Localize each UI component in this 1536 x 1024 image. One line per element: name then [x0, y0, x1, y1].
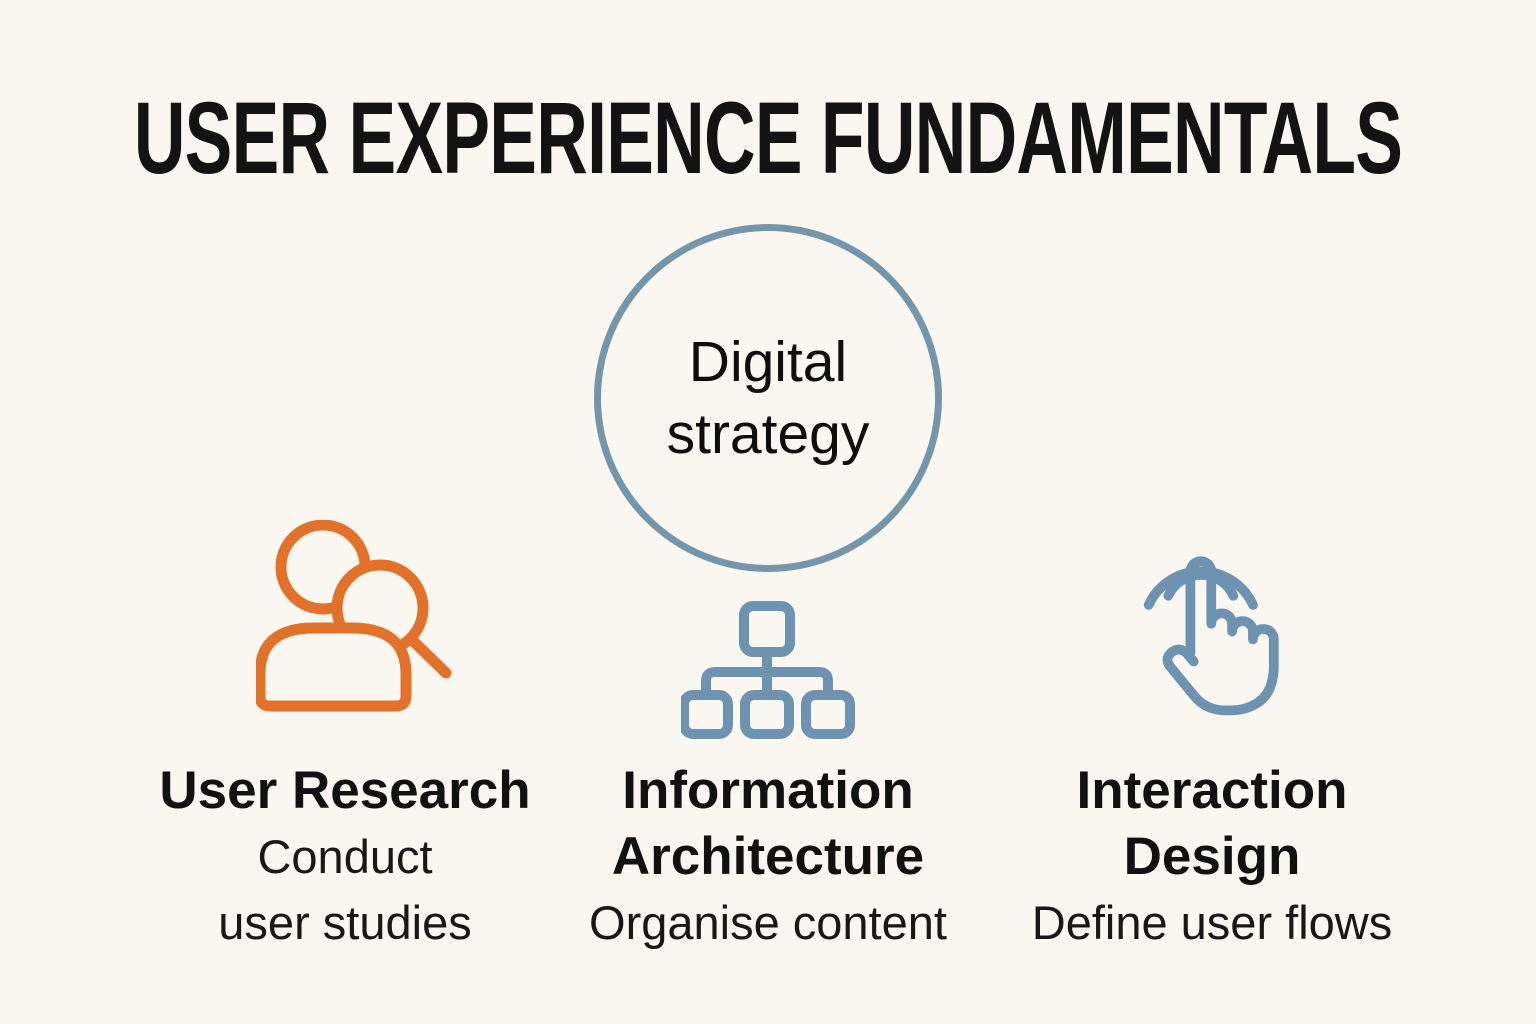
column-interaction-design: Interaction Design Define user flows	[992, 758, 1432, 956]
tap-ripple-inner	[1163, 570, 1239, 601]
sitemap-child-node	[801, 690, 855, 739]
user-research-icon	[256, 520, 452, 712]
page-title: USER EXPERIENCE FUNDAMENTALS	[133, 81, 1403, 195]
column-user-research: User Research Conduct user studies	[125, 758, 565, 956]
column-title-line: Design	[1123, 827, 1301, 886]
column-information-architecture: Information Architecture Organise conten…	[548, 758, 988, 956]
column-subtitle: Define user flows	[1031, 896, 1393, 949]
sitemap-connector	[701, 667, 833, 700]
tap-hand	[1162, 556, 1279, 716]
person-body	[256, 622, 412, 712]
digital-strategy-circle: Digital strategy	[594, 224, 942, 572]
magnifier-handle	[405, 633, 452, 679]
circle-label: Digital strategy	[667, 326, 870, 470]
sitemap-child-node	[740, 690, 794, 739]
column-title-line: Information	[622, 761, 914, 820]
circle-label-line-1: Digital	[688, 330, 848, 394]
sitemap-child-node	[681, 690, 733, 739]
column-title-line: Interaction	[1076, 761, 1348, 820]
interaction-design-icon	[1133, 513, 1283, 728]
column-title-line: Architecture	[611, 827, 925, 886]
column-title: User Research	[159, 761, 531, 820]
information-architecture-icon	[681, 601, 855, 739]
circle-label-line-2: strategy	[666, 402, 870, 466]
sitemap-root-node	[739, 601, 795, 657]
column-subtitle: Organise content	[589, 896, 947, 949]
column-subtitle-line: Conduct	[257, 830, 433, 883]
column-subtitle-line: user studies	[218, 896, 472, 949]
